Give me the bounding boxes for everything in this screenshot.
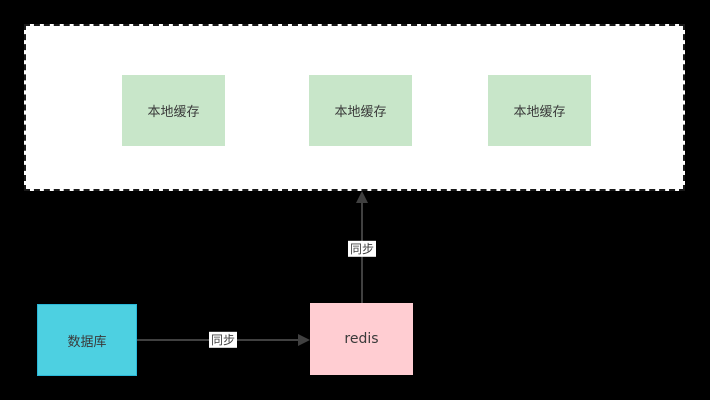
redis-node-label: redis xyxy=(344,331,379,347)
database-node-label: 数据库 xyxy=(67,334,107,350)
local-cache-node-3-label: 本地缓存 xyxy=(513,105,566,120)
arrowhead-up-icon xyxy=(356,191,368,203)
database-node: 数据库 xyxy=(37,304,137,376)
sync-edge-database-to-redis-label: 同步 xyxy=(208,331,238,349)
local-cache-node-2-label: 本地缓存 xyxy=(334,105,387,120)
redis-node: redis xyxy=(310,303,413,375)
local-cache-node-2: 本地缓存 xyxy=(309,75,412,146)
local-cache-node-1-label: 本地缓存 xyxy=(147,105,200,120)
arrowhead-right-icon xyxy=(298,334,310,346)
local-cache-node-3: 本地缓存 xyxy=(488,75,591,146)
sync-edge-redis-to-cluster-label: 同步 xyxy=(347,240,377,258)
local-cache-node-1: 本地缓存 xyxy=(122,75,225,146)
